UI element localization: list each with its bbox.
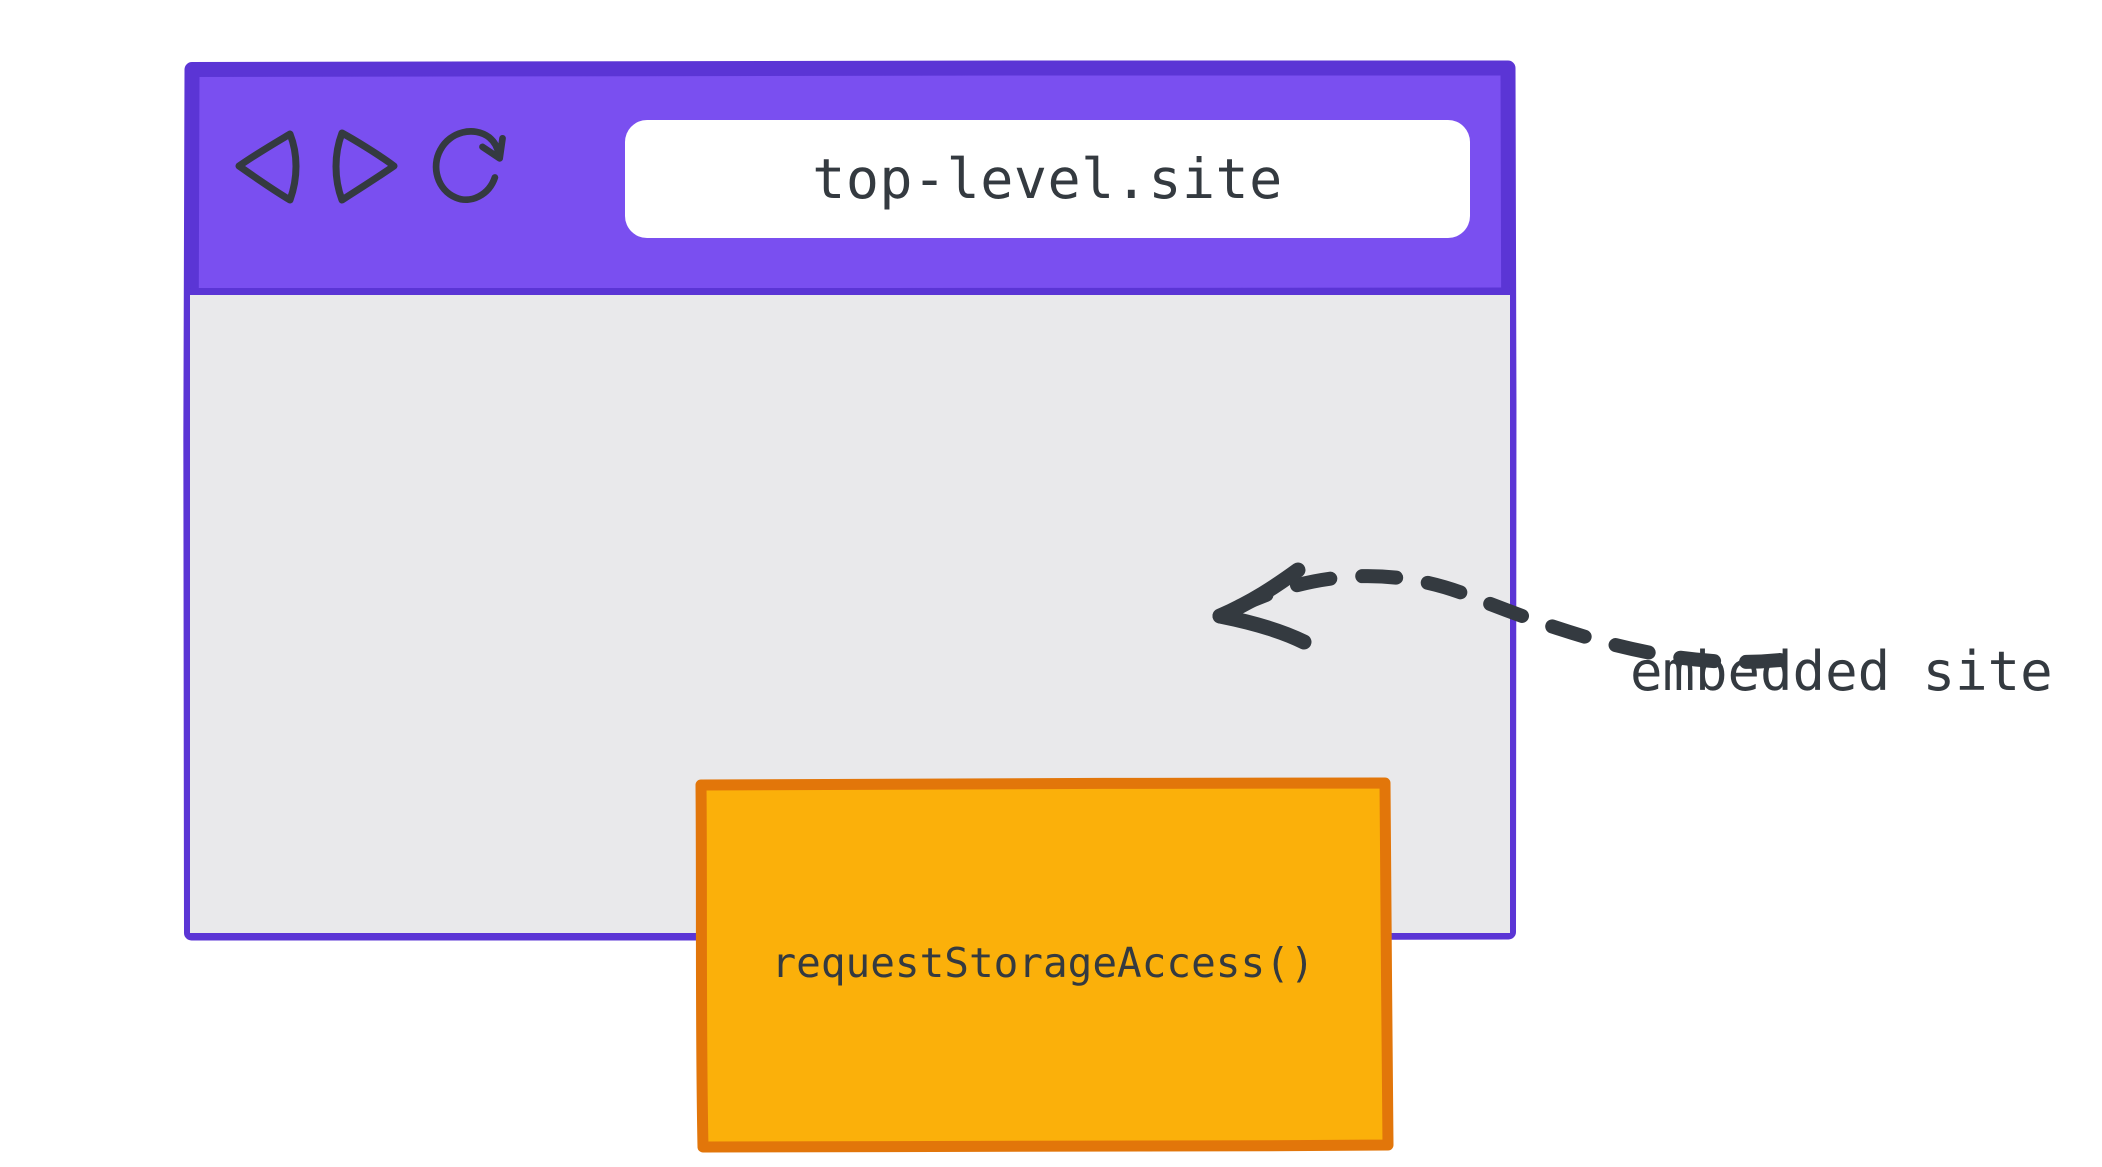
toolbar-divider (185, 287, 1515, 302)
embedded-iframe-frame (695, 777, 1394, 1153)
back-button[interactable] (220, 120, 306, 212)
triangle-right-icon (332, 129, 398, 204)
embedded-iframe-fill (702, 785, 1386, 1143)
navigation-buttons (220, 120, 514, 212)
reload-circular-arrow-icon (432, 128, 506, 203)
dashed-curved-arrow-icon (1233, 569, 1787, 669)
browser-toolbar: top-level.site (190, 68, 1510, 295)
embedded-iframe[interactable]: requestStorageAccess() (695, 777, 1394, 1153)
triangle-left-icon (235, 130, 300, 204)
address-bar[interactable]: top-level.site (625, 120, 1470, 238)
annotation-label: embedded site (1630, 640, 2053, 703)
arrowhead-upper-stroke (1212, 562, 1306, 624)
annotation-pointer (1212, 562, 1787, 669)
arrowhead-lower-stroke (1212, 608, 1312, 650)
diagram-canvas: top-level.site requestStorageAccess() em… (183, 60, 2053, 1153)
browser-window: top-level.site requestStorageAccess() (183, 60, 1517, 1153)
forward-button[interactable] (324, 120, 410, 212)
reload-button[interactable] (428, 120, 514, 212)
address-bar-value: top-level.site (812, 147, 1283, 211)
